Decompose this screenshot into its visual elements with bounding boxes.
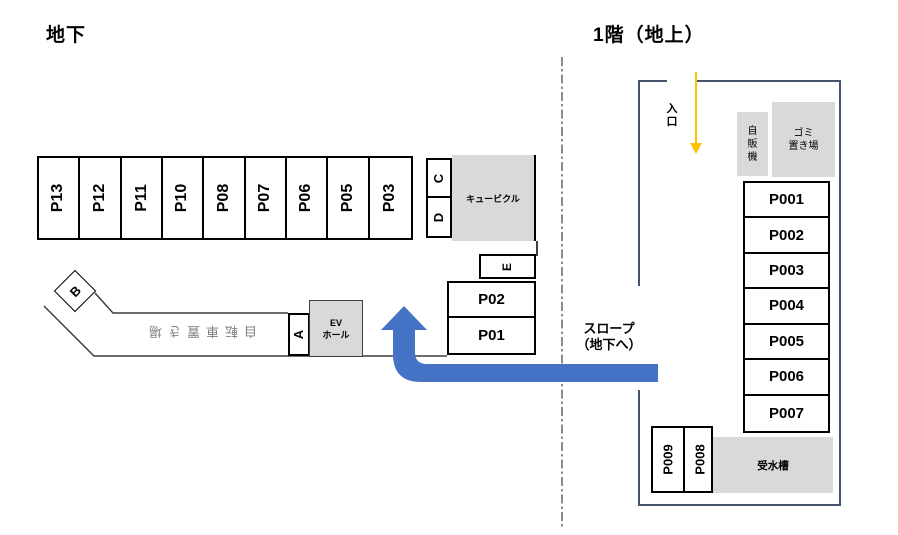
stall-c: C [428, 160, 450, 198]
bicycle-area-label: 自転車置き場 [143, 324, 258, 340]
stall-d: D [431, 212, 447, 222]
stall-p009: P009 [653, 428, 686, 491]
entrance-arrow [690, 72, 702, 154]
ground-stall-column: P001 P002 P003 P004 P005 P006 P007 [743, 181, 830, 433]
stall-p009-p008-group: P009 P008 [651, 426, 713, 493]
vending-machine: 自 販 機 [737, 112, 768, 176]
stall-p002: P002 [745, 218, 828, 254]
stall-b: B [53, 269, 97, 313]
basement-title: 地下 [46, 25, 87, 46]
bicycle-area-top-wall [94, 292, 288, 314]
stall-p11: P11 [122, 158, 163, 238]
ev-hall: EV ホール [309, 300, 363, 357]
cubicle-label: キュービクル [466, 193, 520, 204]
cubicle-area: キュービクル [452, 155, 536, 241]
slope-label: スロープ （地下へ） [576, 321, 642, 352]
basement-stall-row: P13 P12 P11 P10 P08 P07 P06 P05 P03 [37, 156, 413, 240]
stall-p12: P12 [80, 158, 122, 238]
entrance-label: 入 口 [666, 103, 678, 128]
stall-e: E [479, 254, 536, 279]
stall-p02: P02 [449, 283, 534, 318]
stall-p05: P05 [328, 158, 370, 238]
stall-p02-p01-group: P02 P01 [447, 281, 536, 355]
stall-p003: P003 [745, 254, 828, 290]
stall-p01: P01 [478, 327, 505, 344]
stall-p005: P005 [745, 325, 828, 361]
ground-floor-title: 1階（地上） [593, 25, 705, 46]
stall-p004: P004 [745, 289, 828, 325]
garbage-area: ゴミ 置き場 [772, 102, 835, 177]
stall-p007: P007 [768, 404, 805, 422]
stall-p001: P001 [745, 183, 828, 219]
stall-p07: P07 [246, 158, 287, 238]
stall-p13: P13 [39, 158, 81, 238]
stall-p03: P03 [381, 183, 399, 213]
stall-p10: P10 [163, 158, 205, 238]
stall-p006: P006 [745, 360, 828, 396]
stall-p008: P008 [693, 444, 709, 475]
stall-cd-group: C D [426, 158, 452, 238]
water-tank: 受水槽 [713, 437, 833, 493]
stall-p08: P08 [204, 158, 246, 238]
stall-p06: P06 [287, 158, 329, 238]
stall-a: A [288, 313, 310, 356]
